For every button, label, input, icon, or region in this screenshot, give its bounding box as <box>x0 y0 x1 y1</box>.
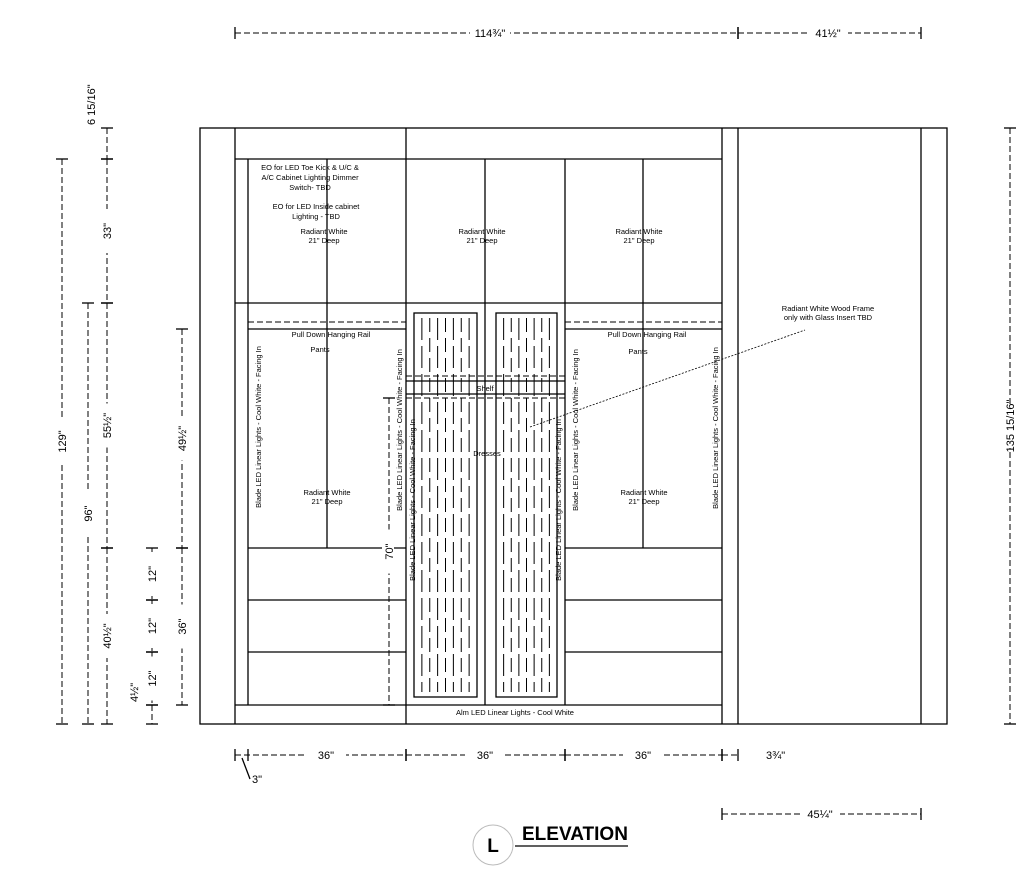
dimension-label: 3¾" <box>766 750 785 762</box>
dimension-lines: 114¾" 41½" 36" 36" 36" 3¾" 3" 45¼" 135 15/16" 129… <box>55 26 1017 821</box>
note-eo-inside-2: Lighting - TBD <box>292 212 340 221</box>
dimension-label: 135 15/16" <box>1005 399 1017 452</box>
elevation-title: L ELEVATION <box>472 824 628 866</box>
dimension-label: 6 15/16" <box>86 84 98 125</box>
depth-label: 21" Deep <box>466 236 497 245</box>
dimension-label: 4½" <box>129 683 141 702</box>
dimension-label: 12" <box>147 618 159 634</box>
dimension-label: 40½" <box>102 623 114 648</box>
finish-label: Radiant White <box>303 488 350 497</box>
blade-led-label: Blade LED Linear Lights - Cool White - F… <box>408 419 417 581</box>
blade-led-label: Blade LED Linear Lights - Cool White - F… <box>711 347 720 509</box>
dimension-label: 49½" <box>177 426 189 451</box>
blade-led-label: Blade LED Linear Lights - Cool White - F… <box>395 349 404 511</box>
finish-label: Radiant White <box>620 488 667 497</box>
dimension-label: 36" <box>177 618 189 634</box>
depth-label: 21" Deep <box>623 236 654 245</box>
frame-note-2: only with Glass Insert TBD <box>784 313 873 322</box>
note-eo-inside-1: EO for LED Inside cabinet <box>273 202 361 211</box>
blade-led-label: Blade LED Linear Lights - Cool White - F… <box>571 349 580 511</box>
dimension-label: 45¼" <box>807 809 832 821</box>
dimension-label: 33" <box>102 223 114 239</box>
note-eo-toe-kick-3: Switch- TBD <box>289 183 331 192</box>
blade-led-label: Blade LED Linear Lights - Cool White - F… <box>254 346 263 508</box>
pants-label: Pants <box>310 345 329 354</box>
cabinet-outline <box>199 127 948 725</box>
dimension-label: 12" <box>147 566 159 582</box>
dimension-label: 114¾" <box>475 28 506 40</box>
depth-label: 21" Deep <box>311 497 342 506</box>
annotations: EO for LED Toe Kick & U/C & A/C Cabinet … <box>254 163 874 717</box>
finish-label: Radiant White <box>300 227 347 236</box>
elevation-title-text: ELEVATION <box>522 824 628 845</box>
elevation-marker: L <box>487 836 499 857</box>
dresses-label: Dresses <box>473 449 501 458</box>
finish-label: Radiant White <box>615 227 662 236</box>
depth-label: 21" Deep <box>308 236 339 245</box>
blade-led-label: Blade LED Linear Lights - Cool White - F… <box>554 419 563 581</box>
note-eo-toe-kick-2: A/C Cabinet Lighting Dimmer <box>261 173 359 182</box>
shelf-label: Shelf <box>476 384 494 393</box>
dimension-label: 55½" <box>102 413 114 438</box>
pants-label: Pants <box>628 347 647 356</box>
door-slats <box>421 318 550 692</box>
alm-led-label: Alm LED Linear Lights - Cool White <box>456 708 574 717</box>
rail-label: Pull Down Hanging Rail <box>608 330 687 339</box>
depth-label: 21" Deep <box>628 497 659 506</box>
dimension-label: 36" <box>477 750 493 762</box>
rail-label: Pull Down Hanging Rail <box>292 330 371 339</box>
dimension-label: 96" <box>83 505 95 521</box>
dimension-label: 41½" <box>815 28 840 40</box>
dimension-label: 12" <box>147 670 159 686</box>
dimension-label: 36" <box>318 750 334 762</box>
note-eo-toe-kick-1: EO for LED Toe Kick & U/C & <box>261 163 359 172</box>
dimension-label: 129" <box>57 430 69 452</box>
dimension-label: 70" <box>384 543 396 559</box>
dimension-label: 3" <box>252 774 262 786</box>
finish-label: Radiant White <box>458 227 505 236</box>
dimension-label: 36" <box>635 750 651 762</box>
frame-note-1: Radiant White Wood Frame <box>782 304 874 313</box>
